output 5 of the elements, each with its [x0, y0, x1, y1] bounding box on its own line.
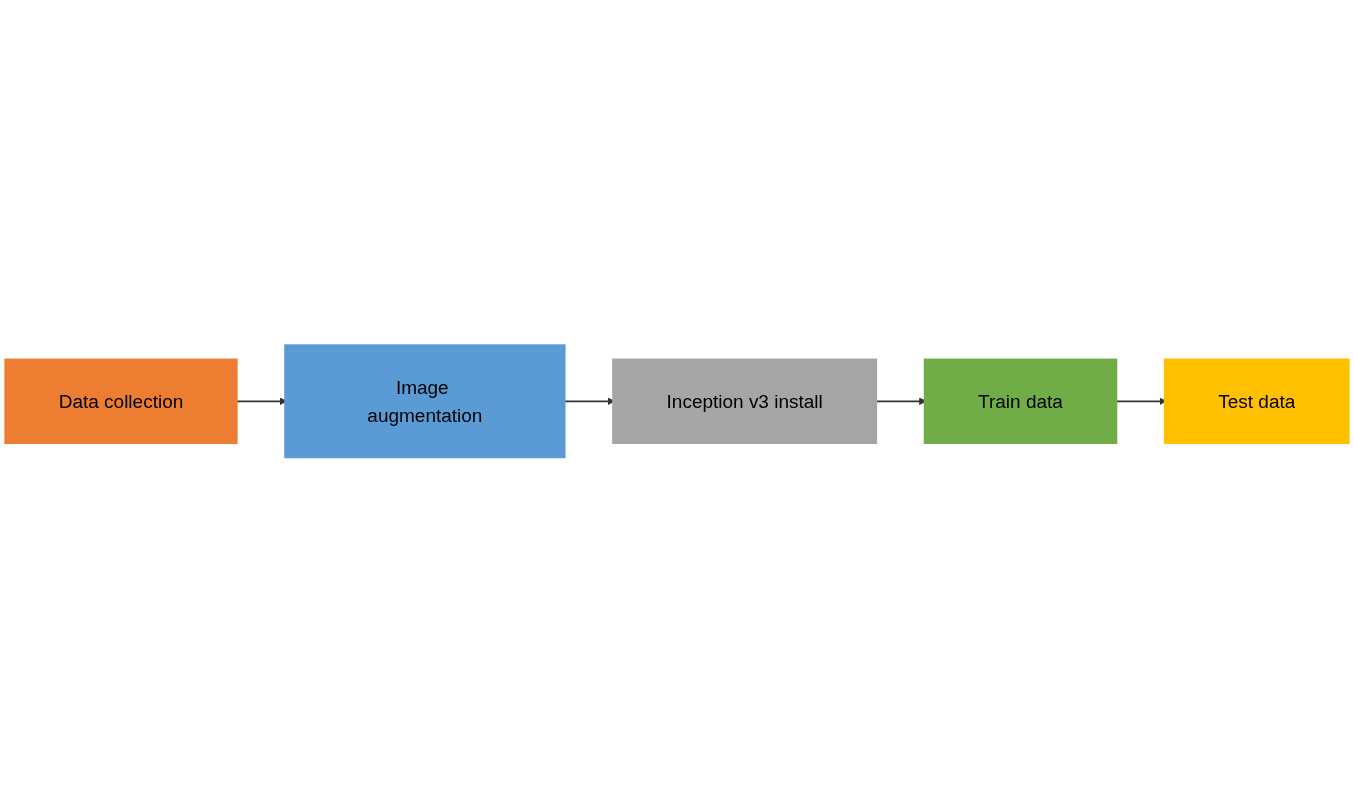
node-box: Train data	[923, 358, 1118, 444]
node-box: Image augmentation	[284, 344, 566, 458]
node-box: Inception v3 install	[612, 358, 878, 444]
node-box: Test data	[1163, 358, 1350, 444]
node-box: Data collection	[4, 358, 238, 444]
